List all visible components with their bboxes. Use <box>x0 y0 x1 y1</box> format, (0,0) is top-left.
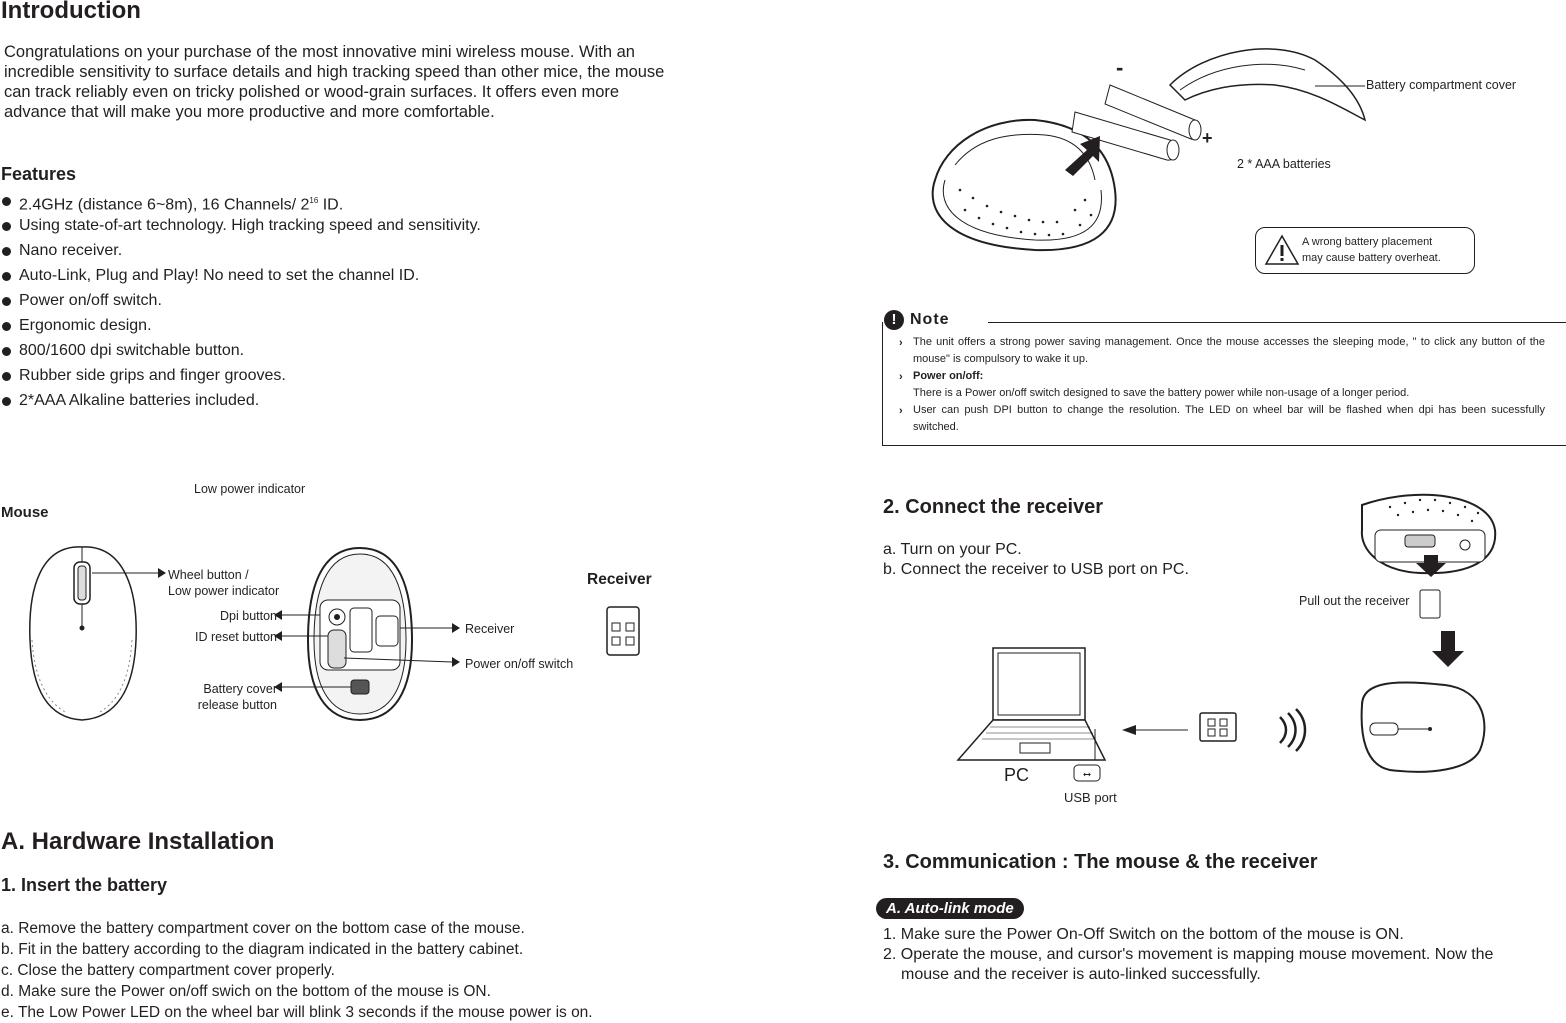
feature-item: Auto-Link, Plug and Play! No need to set… <box>2 266 602 291</box>
connect-steps: a. Turn on your PC. b. Connect the recei… <box>883 540 1189 580</box>
bullet-icon <box>2 197 11 206</box>
hardware-step: a. Remove the battery compartment cover … <box>1 920 525 937</box>
connect-title: 2. Connect the receiver <box>883 496 1104 518</box>
pull-receiver-label: Pull out the receiver <box>1299 594 1410 608</box>
feature-item: 800/1600 dpi switchable button. <box>2 341 602 366</box>
wheel-button-label: Wheel button /Low power indicator <box>168 568 280 598</box>
receiver-icon <box>606 606 640 656</box>
battery-diagram <box>931 48 1367 252</box>
bullet-icon <box>2 372 11 381</box>
pc-label: PC <box>1004 765 1030 785</box>
auto-link-mode-badge: A. Auto-link mode <box>876 898 1024 919</box>
feature-item: 2*AAA Alkaline batteries included. <box>2 391 602 416</box>
connect-step: b. Connect the receiver to USB port on P… <box>883 561 1189 578</box>
chevron-right-icon: › <box>899 371 903 383</box>
id-reset-label: ID reset button <box>195 630 277 644</box>
note-box: ›The unit offers a strong power saving m… <box>882 322 1566 446</box>
feature-item: Rubber side grips and finger grooves. <box>2 366 602 391</box>
feature-item: 2.4GHz (distance 6~8m), 16 Channels/ 216… <box>2 191 602 216</box>
battery-cover-label: Battery compartment cover <box>1366 78 1517 92</box>
hardware-step: c. Close the battery compartment cover p… <box>1 962 335 979</box>
bullet-icon <box>2 322 11 331</box>
bullet-icon <box>2 222 11 231</box>
communication-step: 1. Make sure the Power On-Off Switch on … <box>883 926 1404 943</box>
note-item: ›User can push DPI button to change the … <box>899 404 1545 433</box>
note-item: ›The unit offers a strong power saving m… <box>899 336 1545 365</box>
aaa-batteries-label: 2 * AAA batteries <box>1237 157 1331 171</box>
intro-title: Introduction <box>1 0 141 24</box>
note-divider <box>988 322 1566 323</box>
note-item: ›Power on/off:There is a Power on/off sw… <box>899 370 1410 399</box>
bullet-icon <box>2 397 11 406</box>
feature-item: Ergonomic design. <box>2 316 602 341</box>
usb-port-label: USB port <box>1064 790 1117 805</box>
feature-item: Nano receiver. <box>2 241 602 266</box>
bullet-icon <box>2 297 11 306</box>
mouse-diagram <box>29 546 460 722</box>
warning-box: A wrong battery placement may cause batt… <box>1255 227 1475 274</box>
bullet-icon <box>2 347 11 356</box>
bullet-icon <box>2 247 11 256</box>
chevron-right-icon: › <box>899 337 903 349</box>
low-power-indicator-label: Low power indicator <box>194 482 306 496</box>
hardware-title: A. Hardware Installation <box>1 828 275 855</box>
hardware-steps: a. Remove the battery compartment cover … <box>1 918 593 1023</box>
feature-item: Using state-of-art technology. High trac… <box>2 216 602 241</box>
communication-step: mouse and the receiver is auto-linked su… <box>901 966 1261 983</box>
connect-step: a. Turn on your PC. <box>883 541 1022 558</box>
communication-steps: 1. Make sure the Power On-Off Switch on … <box>883 925 1493 985</box>
bullet-icon <box>2 272 11 281</box>
power-switch-label: Power on/off switch <box>465 657 574 671</box>
receiver-slot-label: Receiver <box>465 622 515 636</box>
battery-minus-sign: - <box>1116 55 1124 80</box>
insert-battery-title: 1. Insert the battery <box>1 875 168 895</box>
intro-text: Congratulations on your purchase of the … <box>4 43 665 121</box>
dpi-button-label: Dpi button <box>220 609 277 623</box>
hardware-step: b. Fit in the battery according to the d… <box>1 941 524 958</box>
features-list: 2.4GHz (distance 6~8m), 16 Channels/ 216… <box>2 191 602 416</box>
hardware-step: d. Make sure the Power on/off swich on t… <box>1 983 491 1000</box>
warning-text-line: A wrong battery placement <box>1302 236 1433 248</box>
feature-item: Power on/off switch. <box>2 291 602 316</box>
warning-icon <box>1264 234 1300 265</box>
receiver-title: Receiver <box>587 571 652 588</box>
warning-text-line: may cause battery overheat. <box>1302 252 1441 264</box>
mouse-title: Mouse <box>1 504 49 521</box>
note-title: Note <box>910 311 950 328</box>
features-title: Features <box>1 164 77 184</box>
chevron-right-icon: › <box>899 405 903 417</box>
battery-plus-sign: + <box>1202 128 1213 148</box>
connect-diagram: ⭤ <box>956 493 1497 782</box>
svg-text:⭤: ⭤ <box>1083 769 1091 780</box>
hardware-step: e. The Low Power LED on the wheel bar wi… <box>1 1004 593 1021</box>
communication-step: 2. Operate the mouse, and cursor's movem… <box>883 946 1494 963</box>
exclamation-icon: ! <box>884 310 904 330</box>
communication-title: 3. Communication : The mouse & the recei… <box>883 851 1318 873</box>
